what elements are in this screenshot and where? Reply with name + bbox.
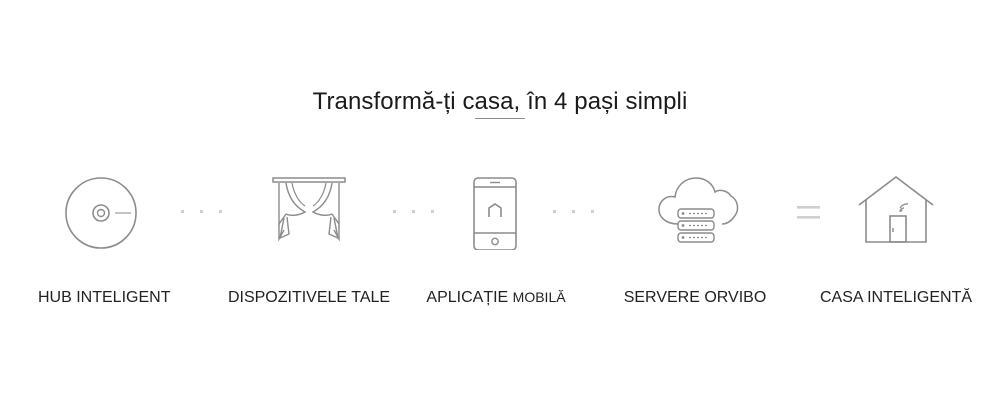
step-app-label: APLICAȚIE MOBILĂ: [420, 289, 572, 307]
title-divider: [475, 118, 525, 119]
step-servers-label: SERVERE ORVIBO: [623, 289, 767, 306]
curtains-icon: [272, 177, 346, 242]
dots-separator: [550, 203, 600, 224]
page-title: Transformă-ți casa, în 4 pași simpli: [312, 88, 688, 116]
dots-separator: [390, 203, 440, 224]
cloud-servers-icon: [658, 177, 739, 243]
hub-icon: [65, 177, 137, 249]
equals-separator: [796, 203, 822, 226]
step-hub: [64, 170, 140, 250]
step-devices-label: DISPOZITIVELE TALE: [227, 289, 391, 306]
smart-home-icon: [858, 175, 934, 243]
step-devices: [270, 170, 348, 250]
dots-separator: [178, 203, 228, 224]
step-home-label: CASA INTELIGENTĂ: [819, 289, 973, 306]
step-app-label-small: MOBILĂ: [512, 289, 566, 305]
step-hub-label: HUB INTELIGENT: [38, 289, 171, 306]
step-app-label-main: APLICAȚIE: [426, 289, 509, 306]
smartphone-icon: [473, 177, 517, 250]
step-home: [856, 170, 936, 250]
step-app: [470, 170, 520, 250]
step-servers: [656, 170, 740, 250]
